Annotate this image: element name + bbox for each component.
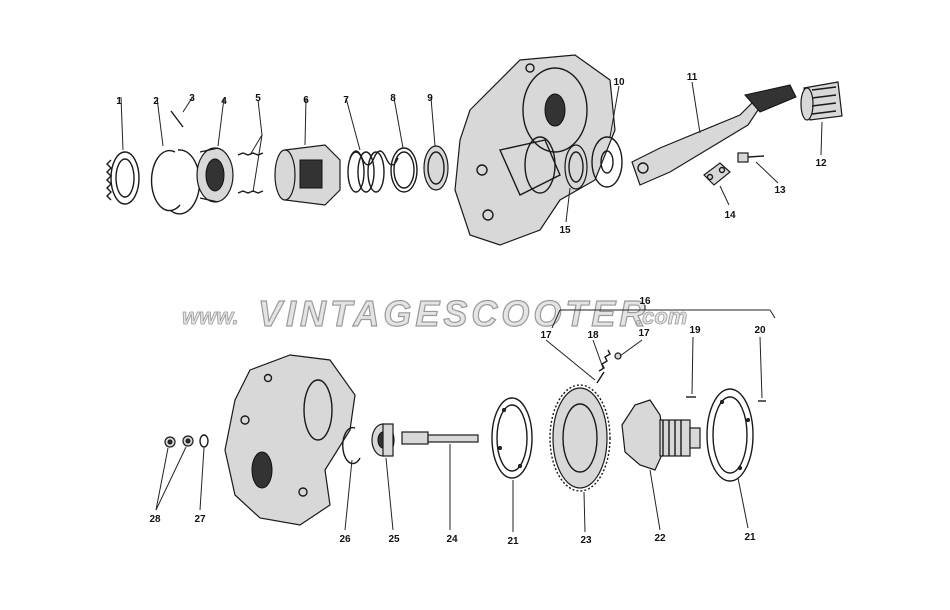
label-20: 20 — [754, 325, 766, 336]
part-3-pin — [170, 97, 193, 128]
part-7-coil-spring — [345, 97, 399, 193]
svg-text:VINTAGESCOOTER: VINTAGESCOOTER — [258, 293, 649, 334]
label-17b: 17 — [638, 328, 650, 339]
part-10-washer — [591, 85, 623, 188]
watermark: www. VINTAGESCOOTER .com — [182, 292, 688, 334]
label-8: 8 — [390, 93, 396, 104]
part-11-kickstart-lever — [631, 81, 797, 186]
label-13: 13 — [774, 185, 786, 196]
part-23-ring-gear — [549, 384, 611, 533]
part-21-gasket-left — [491, 397, 533, 532]
label-6: 6 — [303, 95, 309, 106]
label-21a: 21 — [507, 536, 519, 547]
label-16: 16 — [639, 296, 651, 307]
label-27: 27 — [194, 514, 206, 525]
part-16-group-bracket — [551, 305, 776, 329]
part-5-springs — [237, 99, 264, 194]
part-1-toothed-ring — [106, 96, 140, 205]
label-25: 25 — [388, 534, 400, 545]
label-12: 12 — [815, 158, 827, 169]
part-6-ratchet — [274, 97, 341, 206]
label-5: 5 — [255, 93, 261, 104]
label-11: 11 — [687, 72, 698, 83]
label-26: 26 — [339, 534, 351, 545]
part-12-rubber-grip — [800, 81, 843, 156]
svg-text:.com: .com — [636, 304, 687, 329]
part-27-washer — [199, 434, 209, 511]
label-4: 4 — [221, 96, 227, 107]
housing-top — [454, 54, 616, 246]
part-8-ring — [390, 97, 418, 193]
part-13-bolt — [737, 152, 779, 184]
label-3: 3 — [189, 93, 195, 104]
part-21-gasket-right — [706, 388, 754, 529]
label-23: 23 — [580, 535, 592, 546]
label-17a: 17 — [540, 330, 552, 341]
label-24: 24 — [446, 534, 458, 545]
part-22-gear-cluster — [621, 399, 701, 531]
part-2-circlip — [150, 97, 201, 215]
part-24-shaft — [401, 431, 479, 530]
label-22: 22 — [654, 533, 666, 544]
label-14: 14 — [724, 210, 736, 221]
label-9: 9 — [427, 93, 433, 104]
part-26-circlip — [342, 426, 361, 531]
label-10: 10 — [613, 77, 625, 88]
part-14-plate — [703, 162, 731, 206]
label-18: 18 — [587, 330, 599, 341]
label-7: 7 — [343, 95, 349, 106]
part-9-bearing-ring — [423, 97, 449, 191]
part-15-bearing-race — [564, 144, 588, 223]
label-15: 15 — [559, 225, 571, 236]
label-21b: 21 — [744, 532, 756, 543]
label-19: 19 — [689, 325, 701, 336]
label-1: 1 — [116, 96, 122, 107]
label-2: 2 — [153, 96, 159, 107]
part-28-nuts — [155, 435, 194, 511]
callout-labels: 1 2 3 4 5 6 7 8 9 10 11 12 13 14 15 16 1… — [116, 72, 827, 547]
part-25-bearing — [371, 423, 395, 531]
label-28: 28 — [149, 514, 161, 525]
part-17-18-pin-spring — [545, 339, 643, 384]
part-4-cam-bush — [196, 97, 234, 203]
housing-bottom — [224, 354, 356, 526]
part-19-pin — [686, 336, 696, 398]
svg-text:www.: www. — [182, 304, 239, 329]
part-20-pin — [758, 336, 766, 402]
